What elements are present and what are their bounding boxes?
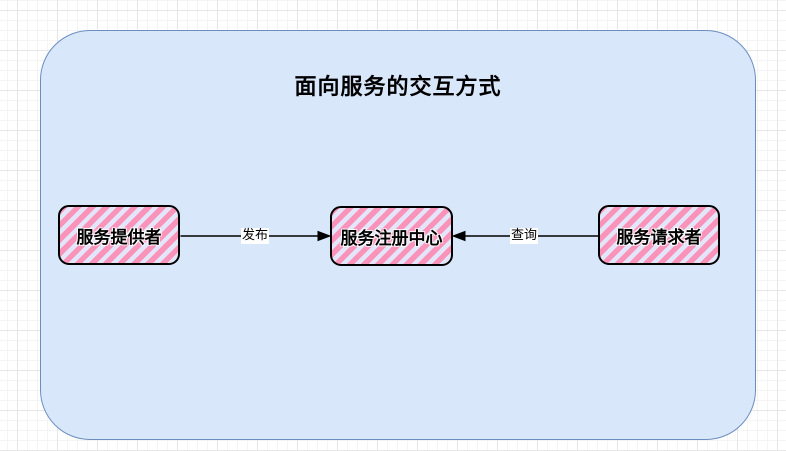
node-service-requester[interactable]: 服务请求者 (598, 205, 720, 265)
edge-label-query[interactable]: 查询 (509, 228, 539, 244)
node-service-provider[interactable]: 服务提供者 (58, 205, 180, 265)
edge-label-publish[interactable]: 发布 (240, 228, 270, 244)
node-service-provider-label: 服务提供者 (76, 227, 162, 248)
diagram-title: 面向服务的交互方式 (294, 75, 502, 100)
node-service-registry-label: 服务注册中心 (340, 228, 443, 249)
node-service-registry[interactable]: 服务注册中心 (330, 206, 453, 266)
node-service-requester-label: 服务请求者 (616, 227, 702, 248)
